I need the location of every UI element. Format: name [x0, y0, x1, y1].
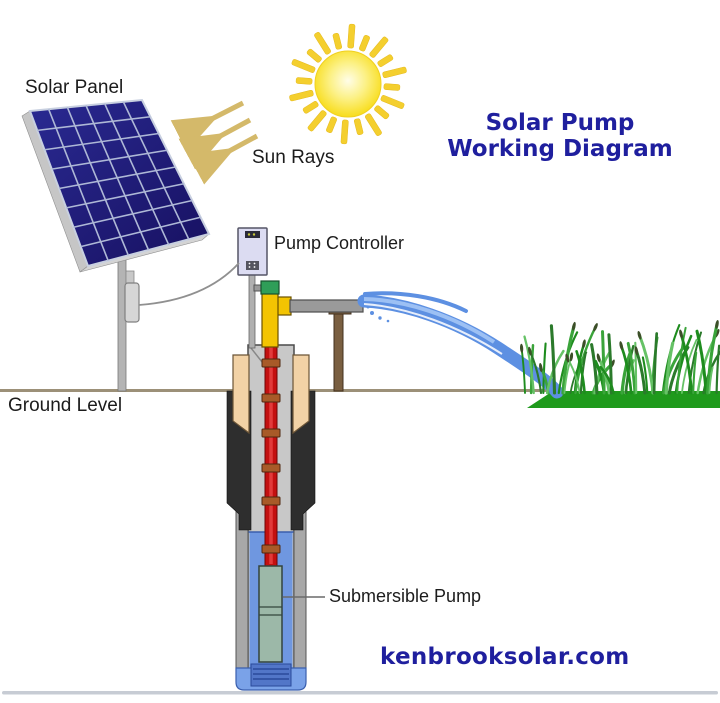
sun-ray-arrows — [170, 100, 259, 185]
sun-rays — [289, 23, 407, 145]
solar-panel — [21, 98, 211, 273]
outlet-pipe — [289, 299, 364, 313]
pump-intake-screen — [250, 663, 292, 687]
pump-controller-box — [237, 227, 268, 276]
junction-box — [124, 282, 140, 323]
sun-rays-label: Sun Rays — [252, 147, 335, 168]
water-stream — [357, 291, 564, 399]
well-tan-casing-right — [292, 354, 310, 435]
grass-ground-patch — [527, 391, 720, 408]
panel-grid — [37, 101, 201, 261]
yellow-tee-fitting — [276, 296, 292, 316]
website-text: kenbrooksolar.com — [380, 644, 630, 670]
submersible-pump — [258, 565, 283, 663]
wellhead-assembly — [237, 227, 364, 392]
pipe-support-post — [333, 311, 344, 392]
title-line-1: Solar Pump — [485, 110, 635, 136]
well-tan-casing-left — [232, 354, 250, 435]
page-title: Solar Pump Working Diagram — [420, 110, 700, 162]
sun-icon — [289, 23, 407, 145]
water-splash-arc — [363, 291, 468, 313]
solar-panel-label: Solar Panel — [25, 77, 124, 98]
ground-level-label: Ground Level — [8, 395, 123, 416]
submersible-pump-label: Submersible Pump — [329, 586, 482, 606]
bottom-border-line — [2, 691, 718, 695]
title-line-2: Working Diagram — [447, 136, 673, 162]
well-borehole — [226, 344, 316, 691]
panel-to-controller-wire — [138, 262, 240, 306]
controller-display — [245, 231, 260, 238]
grass-blades — [519, 319, 720, 395]
sun-disc — [314, 50, 382, 118]
controller-terminal — [246, 261, 259, 270]
panel-mount-connector — [125, 270, 135, 284]
red-riser-pipe — [261, 344, 281, 567]
green-valve — [260, 280, 280, 295]
yellow-riser-pipe — [261, 292, 279, 348]
pump-controller-label: Pump Controller — [274, 233, 405, 253]
